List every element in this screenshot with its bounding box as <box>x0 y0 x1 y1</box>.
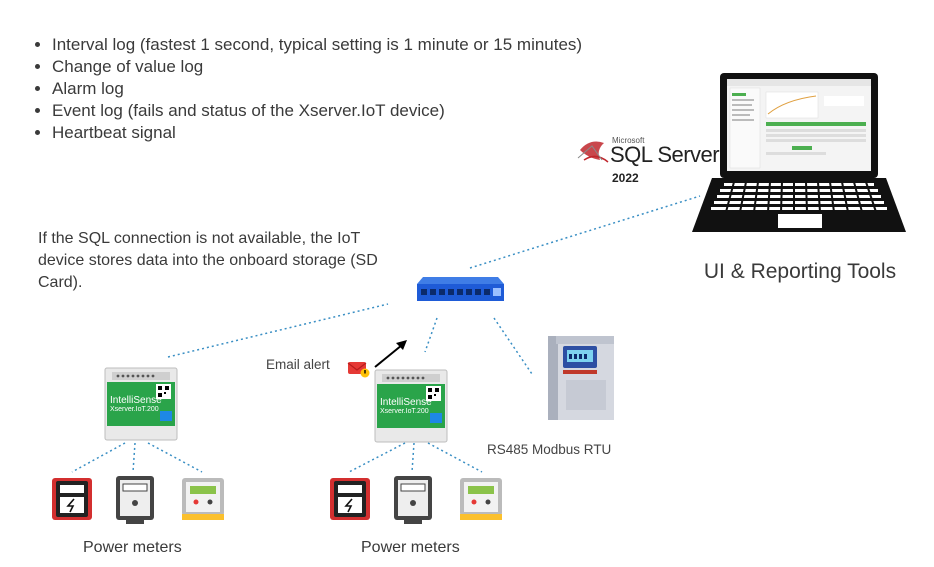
power-meter-icon <box>394 476 432 524</box>
connection-lines <box>71 195 701 473</box>
email-alert-icon <box>347 362 370 378</box>
link-switch-gateway-left <box>167 303 389 358</box>
modbus-device-icon <box>548 336 614 420</box>
iot-gateway-icon-left <box>104 367 178 441</box>
log-type-item: Heartbeat signal <box>52 122 612 144</box>
sd-card-note: If the SQL connection is not available, … <box>38 230 378 291</box>
log-type-item: Alarm log <box>52 78 612 100</box>
iot-gateway-icon-right <box>374 369 448 443</box>
device-model: Xserver.IoT.200 <box>110 406 159 413</box>
power-meter-icon <box>330 478 370 520</box>
device-brand: IntelliSense <box>380 397 432 408</box>
power-meter-icon <box>182 478 224 520</box>
sql-microsoft-label: Microsoft <box>612 136 645 145</box>
link-gw1-meter2 <box>132 442 136 473</box>
link-switch-modbus <box>493 317 533 375</box>
power-meter-icon <box>52 478 92 520</box>
sql-server-name: SQL Server <box>610 142 720 167</box>
link-gw2-meter2 <box>411 442 415 473</box>
email-alert-label: Email alert <box>266 357 330 372</box>
power-meter-icon <box>460 478 502 520</box>
power-meters-label-right: Power meters <box>361 539 460 556</box>
log-types-list: Interval log (fastest 1 second, typical … <box>28 34 612 144</box>
gateway-right-label: IntelliSense Xserver.IoT.200 <box>380 397 432 415</box>
rs485-label: RS485 Modbus RTU <box>487 442 612 457</box>
device-brand: IntelliSense <box>110 395 162 406</box>
link-switch-gateway-right <box>424 317 438 353</box>
laptop-icon <box>692 73 906 232</box>
power-meter-icon <box>116 476 154 524</box>
sql-server-year: 2022 <box>612 171 639 185</box>
ui-reporting-label: UI & Reporting Tools <box>703 260 897 283</box>
device-model: Xserver.IoT.200 <box>380 408 429 415</box>
log-type-item: Interval log (fastest 1 second, typical … <box>52 34 612 56</box>
email-alert-arrow <box>374 340 407 368</box>
power-meters-label-left: Power meters <box>83 539 182 556</box>
log-type-item: Change of value log <box>52 56 612 78</box>
link-gw1-meter1 <box>71 442 126 473</box>
gateway-left-label: IntelliSense Xserver.IoT.200 <box>110 395 162 413</box>
link-switch-laptop <box>469 195 701 269</box>
link-gw2-meter3 <box>427 442 483 473</box>
link-gw1-meter3 <box>147 442 203 473</box>
sql-server-logo-icon <box>577 141 609 163</box>
network-switch-icon <box>417 277 504 301</box>
log-type-item: Event log (fails and status of the Xserv… <box>52 100 612 122</box>
link-gw2-meter1 <box>348 442 406 473</box>
